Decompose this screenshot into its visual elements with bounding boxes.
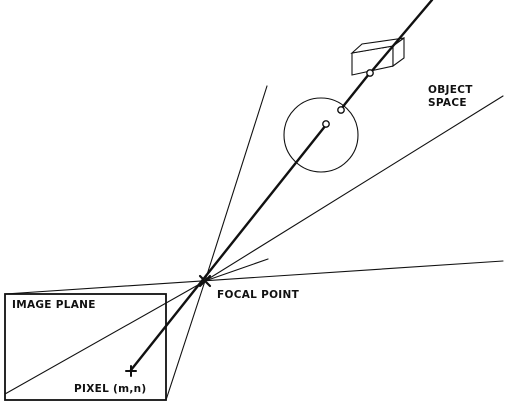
sphere-object <box>283 97 359 173</box>
box-hit-point <box>366 69 374 77</box>
object-space-label-line2: SPACE <box>428 97 467 109</box>
ray-pixel-to-sphere <box>129 123 328 372</box>
image-plane-rectangle <box>4 293 167 401</box>
frustum-line-lower-right <box>165 280 206 401</box>
box-object <box>350 36 405 76</box>
sphere-exit-point <box>337 106 345 114</box>
frustum-line-upper-left <box>204 85 268 282</box>
image-plane-label: IMAGE PLANE <box>12 299 96 311</box>
focal-point-label: FOCAL POINT <box>217 289 300 301</box>
pixel-label: PIXEL (m,n) <box>74 383 147 395</box>
pixel-marker <box>125 365 137 377</box>
object-space-label-line1: OBJECT <box>428 84 473 96</box>
ray-sphere-to-box <box>339 72 371 111</box>
sphere-entry-point <box>322 120 330 128</box>
ray-beyond-box <box>369 0 434 74</box>
frustum-line-lower-left <box>4 280 206 395</box>
frustum-line-horizontal <box>4 260 504 295</box>
focal-point-marker <box>198 274 212 288</box>
frustum-line-upper-right <box>204 95 504 282</box>
frustum-line-short <box>204 258 269 282</box>
